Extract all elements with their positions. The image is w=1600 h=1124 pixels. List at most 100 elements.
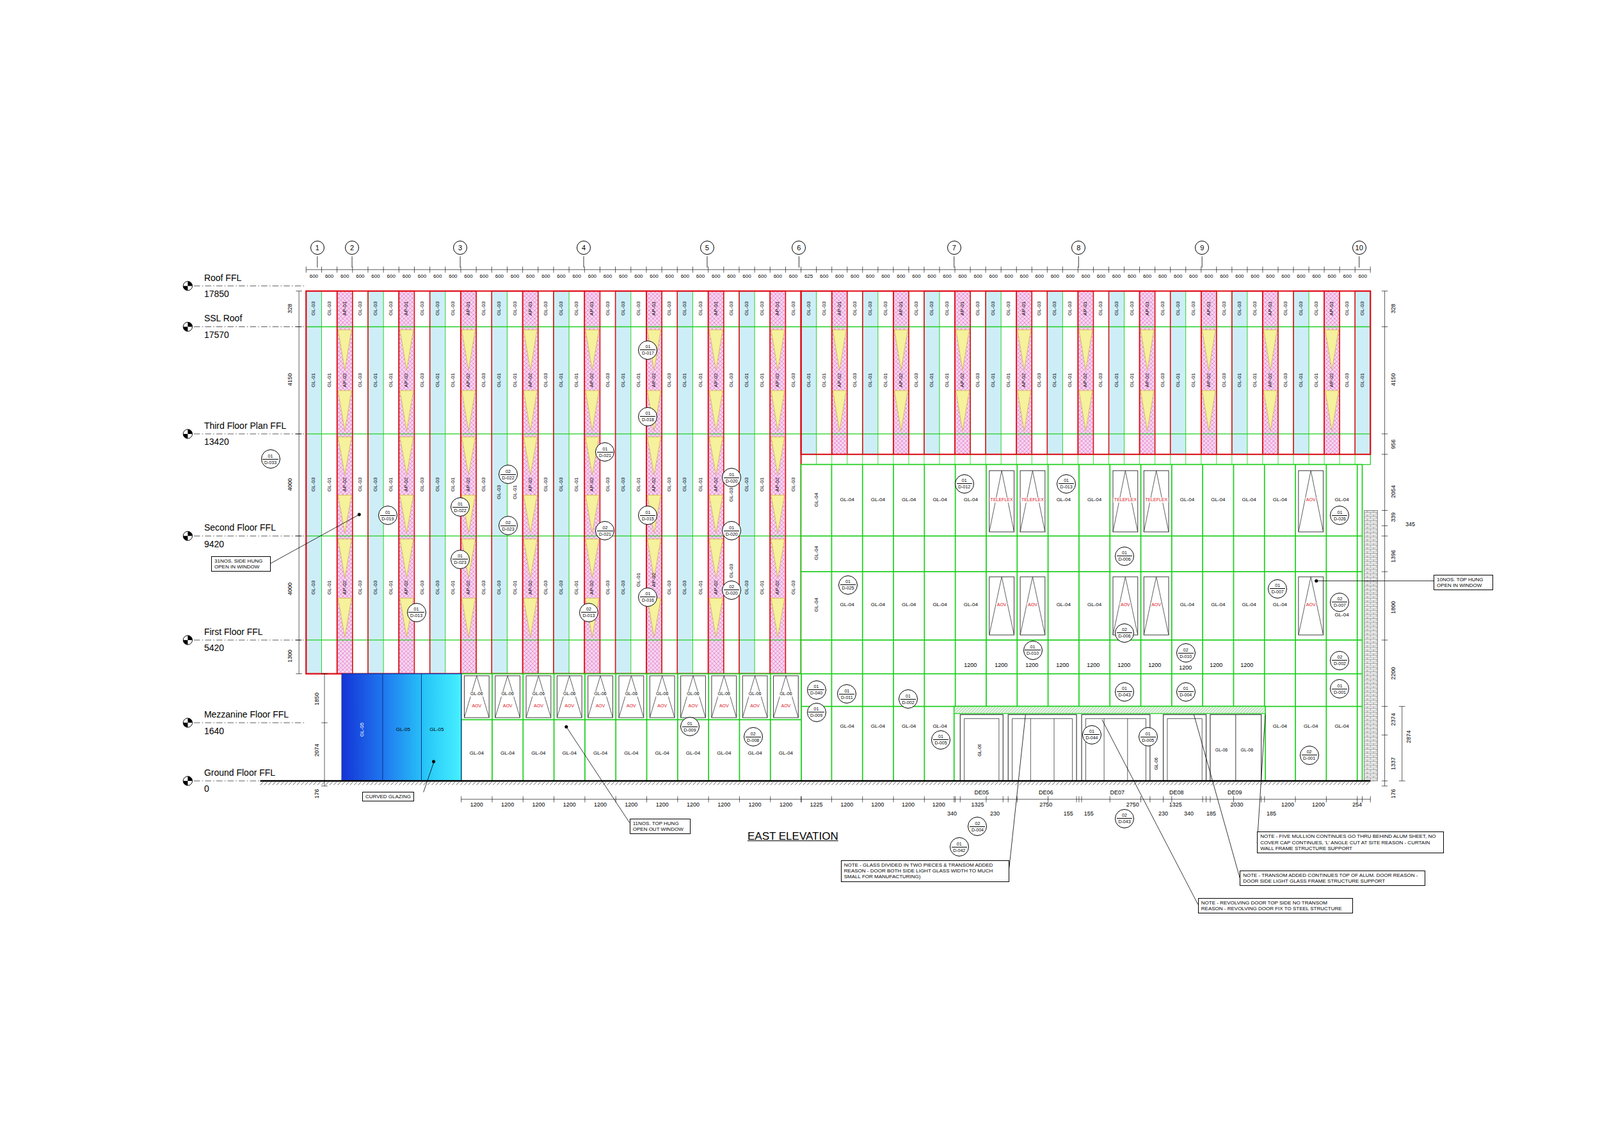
panel-code: GL-04 (1241, 602, 1256, 608)
callout-divider (1331, 659, 1348, 661)
dimension-tick (1381, 326, 1389, 328)
window-tag: AOV (595, 704, 607, 709)
dimension-tick (1246, 266, 1248, 273)
transom (461, 718, 802, 720)
dimension: 1200 (1281, 801, 1295, 808)
ground-hatch (345, 782, 349, 786)
dimension: 600 (1219, 273, 1229, 280)
ground-hatch (962, 782, 966, 786)
ap-triangle (709, 437, 723, 475)
window-tag: AOV (471, 704, 482, 709)
drawing-reference: D-021 (599, 453, 612, 458)
callout-number: 02 (1121, 812, 1128, 818)
panel-code: GL-06 (655, 691, 669, 697)
ground-hatch (1158, 782, 1162, 786)
panel-code: GL-04 (747, 750, 762, 756)
grid-line (798, 256, 800, 268)
red-frame (337, 291, 353, 674)
ground-hatch (913, 782, 917, 786)
callout-number: 01 (645, 591, 651, 596)
glass-panel (1339, 291, 1355, 455)
ground-hatch (386, 782, 390, 786)
mullion (1000, 291, 1002, 455)
ground-hatch (803, 782, 807, 786)
panel-code: AP-02 (342, 373, 348, 388)
panel-code: GL-03 (558, 477, 564, 492)
opening-symbol (618, 675, 644, 718)
dimension: 600 (1204, 273, 1213, 280)
callout-divider (380, 515, 396, 516)
panel-code: AP-02 (403, 373, 409, 388)
dimension-tick (1002, 796, 1004, 803)
dimension-tick (754, 266, 756, 273)
callout-divider (1331, 601, 1348, 603)
ap-triangle (771, 329, 785, 370)
ground-hatch (549, 782, 553, 786)
callout-number: 01 (385, 510, 391, 515)
panel-code: GL-06 (977, 743, 982, 756)
panel-code: GL-01 (1006, 373, 1012, 388)
callout-number: 01 (938, 734, 944, 739)
panel-code: GL-03 (1098, 373, 1104, 388)
drawing-reference: D-008 (746, 737, 760, 743)
callout-divider (682, 726, 698, 728)
dimension-tick (506, 266, 508, 273)
ground-hatch (1284, 782, 1288, 786)
red-frame (430, 291, 461, 674)
dimension-tick (1381, 433, 1389, 434)
window-frame (1020, 470, 1046, 532)
level-name: Ground Floor FFL (204, 768, 276, 778)
panel-code: GL-01 (990, 373, 996, 388)
panel-code: AP-01 (1082, 301, 1088, 316)
panel-code: GL-04 (839, 497, 854, 503)
ground-hatch (529, 782, 533, 786)
window-frame (680, 675, 706, 718)
ground-hatch (1117, 782, 1121, 786)
ground-hatch (856, 782, 860, 786)
mullion (584, 673, 586, 781)
mullion (923, 464, 925, 781)
glass-panel (1000, 291, 1017, 455)
panel-code: GL-03 (604, 301, 610, 316)
callout-divider (408, 611, 424, 613)
ground-hatch (1276, 782, 1280, 786)
dimension: 600 (773, 273, 783, 280)
grid-number: 5 (705, 244, 710, 253)
mullion (769, 673, 772, 781)
dimension-tick (1381, 453, 1389, 455)
callout-divider (640, 349, 656, 351)
ap-triangle (337, 538, 352, 578)
panel-code: GL-03 (512, 301, 518, 316)
ground-hatch (945, 782, 950, 786)
panel-code: GL-04 (1272, 497, 1288, 503)
panel-code: GL-01 (1052, 373, 1058, 388)
ground-hatch (1203, 782, 1207, 786)
ground-hatch (917, 782, 921, 786)
mullion (1246, 291, 1248, 455)
dimension: 600 (618, 273, 628, 280)
callout-number: 01 (1121, 686, 1128, 691)
ground-hatch (264, 782, 268, 786)
dimension-tick (953, 796, 955, 803)
panel-code: GL-03 (419, 580, 425, 595)
panel-code: GL-06 (624, 691, 639, 697)
mullion (939, 291, 941, 455)
ground-hatch (333, 782, 337, 786)
dimension: 600 (556, 273, 566, 280)
dimension-tick (1140, 796, 1142, 803)
drawing-reference: D-043 (1118, 692, 1131, 697)
ground-hatch (496, 782, 500, 786)
ground-hatch (696, 782, 701, 786)
detail-callout: 02D-010 (1176, 643, 1196, 663)
dimension-tick (491, 266, 493, 273)
panel-code: AP-02 (342, 580, 348, 595)
callout-number: 01 (1183, 686, 1189, 691)
mullion (1093, 454, 1094, 465)
ground-hatch (827, 782, 831, 786)
note-box: 31NOS. SIDE HUNG OPEN IN WINDOW (211, 556, 271, 572)
panel-code: GL-01 (805, 373, 811, 388)
ground-hatch (378, 782, 383, 786)
red-frame (985, 291, 1017, 455)
panel-code: AP-01 (1329, 301, 1335, 316)
ground-hatch (745, 782, 749, 786)
